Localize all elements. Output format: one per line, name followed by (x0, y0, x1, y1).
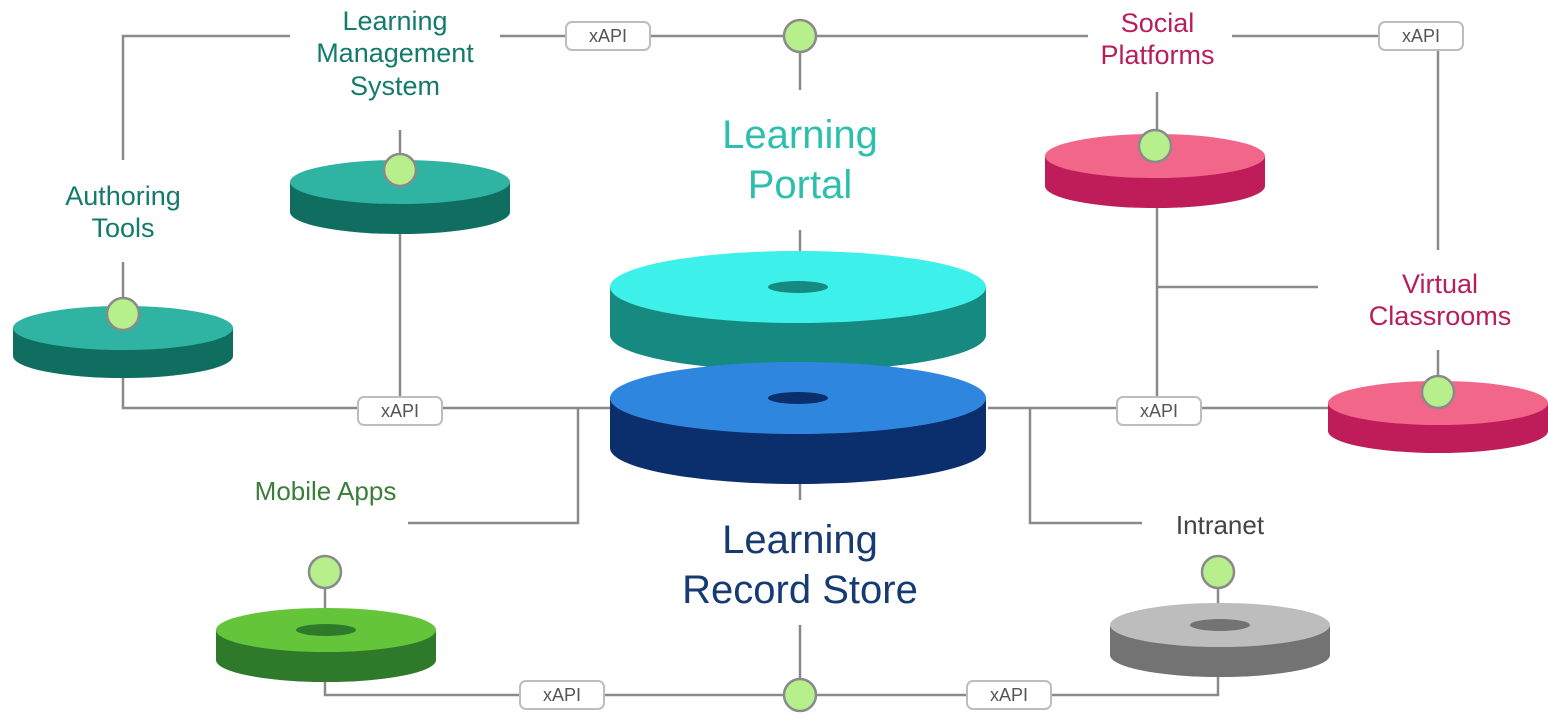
intranet-label: Intranet (1175, 510, 1265, 540)
lrs-disc-hole (768, 392, 828, 404)
connector-node (307, 554, 343, 590)
connector-node (782, 18, 818, 54)
intranet-disc-hole (1190, 619, 1250, 631)
xapi-tag: xAPI (1378, 21, 1464, 51)
connector-node (105, 296, 141, 332)
connector-node (782, 677, 818, 713)
mobile-apps-label: Mobile Apps (254, 476, 397, 506)
connector-node (1137, 128, 1173, 164)
xapi-tag: xAPI (565, 21, 651, 51)
xapi-tag: xAPI (966, 680, 1052, 710)
mobile-disc-hole (296, 624, 356, 636)
connector-node (1420, 374, 1456, 410)
connector-node (1200, 554, 1236, 590)
portal-disc-hole (768, 281, 828, 293)
xapi-tag: xAPI (1116, 396, 1202, 426)
xapi-tag: xAPI (519, 680, 605, 710)
connector-node (382, 152, 418, 188)
xapi-tag: xAPI (357, 396, 443, 426)
